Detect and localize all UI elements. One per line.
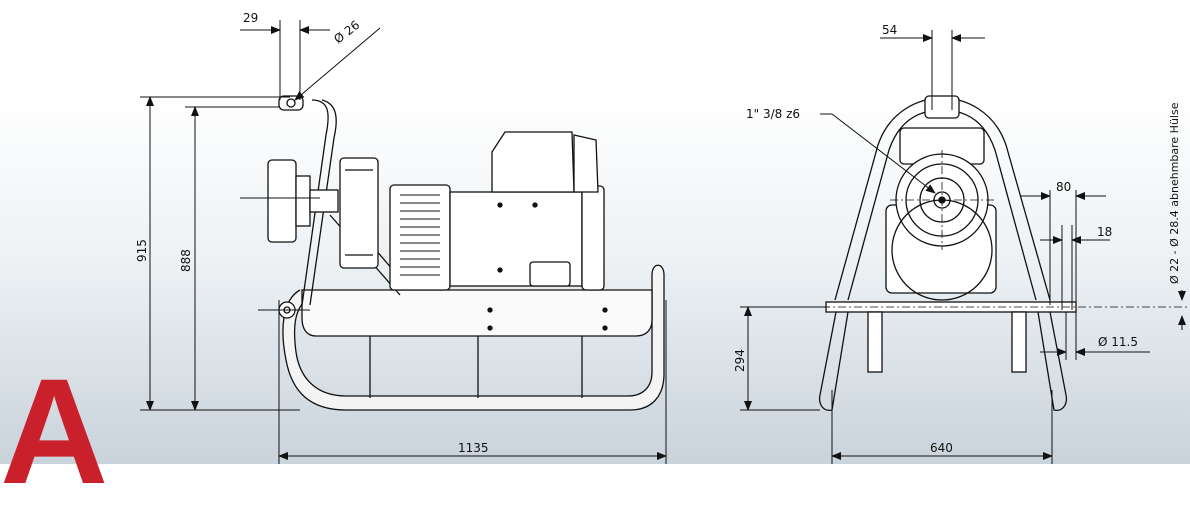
side-lifting-eye [278,95,304,111]
thread-size-label: 1" 3/8 z6 [746,107,800,121]
front-dimensions [740,30,1186,464]
dim-label-80: 80 [1056,180,1071,194]
side-dimensions [140,20,667,464]
model-letter-badge: A [0,347,108,515]
dim-label-294: 294 [733,349,747,372]
dim-label-915: 915 [135,239,149,262]
side-generator-body [389,184,451,291]
side-base-plate [301,289,653,337]
dim-label-diameter-26: Ø 26 [331,18,362,47]
side-control-box [491,131,575,193]
side-skid-frame [282,264,665,411]
front-skid-left [818,311,849,411]
technical-drawing: 29 Ø 26 915 888 1135 [135,11,1190,464]
dim-label-54: 54 [882,23,897,37]
sleeve-note: Ø 22 - Ø 28.4 abnehmbare Hülse [1168,102,1181,284]
dim-label-1135: 1135 [458,441,489,455]
dim-label-29: 29 [243,11,258,25]
side-gearbox [339,157,379,269]
dim-label-diameter-11-5: Ø 11.5 [1098,335,1138,349]
front-skid-right [1037,311,1068,411]
dim-label-888: 888 [179,249,193,272]
side-pto-flange [267,159,297,243]
dim-label-18: 18 [1097,225,1112,239]
dim-label-640: 640 [930,441,953,455]
front-view [790,95,1190,411]
side-lift-bar [301,99,337,306]
side-view [240,95,665,411]
